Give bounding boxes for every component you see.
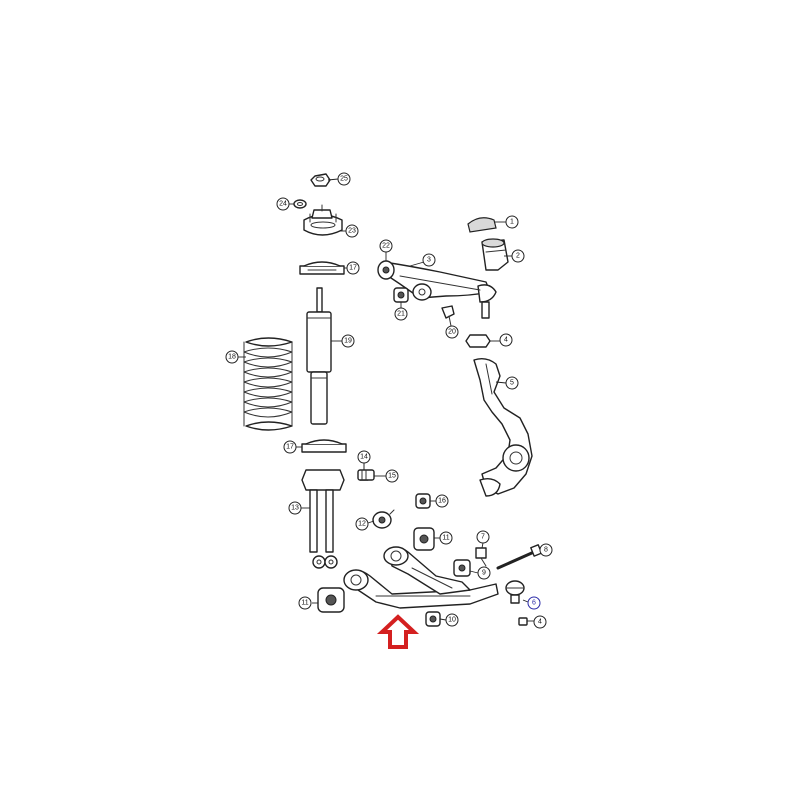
callout-11-lower: 11	[298, 596, 312, 610]
shock-clevis	[301, 469, 345, 569]
callout-15: 15	[385, 469, 399, 483]
callout-14: 14	[357, 450, 371, 464]
bushing-10	[425, 611, 441, 627]
shock-absorber	[306, 287, 332, 425]
callout-19: 19	[341, 334, 355, 348]
callout-21: 21	[394, 307, 408, 321]
callout-9: 9	[477, 566, 491, 580]
bushing-11-upper	[413, 527, 435, 551]
bushing-16	[415, 493, 431, 509]
callout-4-lower: 4	[533, 615, 547, 629]
svg-text:17: 17	[286, 444, 294, 451]
upper-control-arm	[377, 260, 497, 319]
ball-joint	[505, 580, 525, 604]
coil-spring	[243, 337, 293, 431]
nut-4-lower	[518, 617, 528, 626]
svg-text:25: 25	[340, 176, 348, 183]
upper-spring-isolator	[299, 261, 345, 275]
upper-strut-mount	[303, 204, 343, 236]
callout-8: 8	[539, 543, 553, 557]
svg-text:1: 1	[510, 219, 514, 226]
callout-1: 1	[505, 215, 519, 229]
leader-lines	[238, 178, 534, 622]
bolt-7	[475, 547, 487, 567]
bushing-11-lower	[317, 587, 345, 613]
callout-17-lower: 17	[283, 440, 297, 454]
callout-6: 6	[527, 596, 541, 610]
svg-text:23: 23	[348, 228, 356, 235]
svg-text:17: 17	[349, 265, 357, 272]
callout-13: 13	[288, 501, 302, 515]
bolt-20	[441, 305, 455, 327]
svg-text:6: 6	[532, 600, 536, 607]
svg-text:4: 4	[504, 337, 508, 344]
callout-17-upper: 17	[346, 261, 360, 275]
callout-24: 24	[276, 197, 290, 211]
callout-18: 18	[225, 350, 239, 364]
callout-12: 12	[355, 517, 369, 531]
svg-text:3: 3	[427, 257, 431, 264]
svg-text:5: 5	[510, 380, 514, 387]
svg-text:15: 15	[388, 473, 396, 480]
svg-text:16: 16	[438, 498, 446, 505]
svg-text:18: 18	[228, 354, 236, 361]
bushing-21	[393, 287, 409, 303]
lower-control-arm	[343, 546, 499, 609]
svg-text:8: 8	[544, 547, 548, 554]
callout-10: 10	[445, 613, 459, 627]
svg-text:11: 11	[442, 535, 449, 542]
svg-text:2: 2	[516, 253, 520, 260]
svg-text:11: 11	[301, 600, 308, 607]
steering-knuckle	[473, 357, 533, 497]
bolt-8	[496, 544, 543, 570]
callout-2: 2	[511, 249, 525, 263]
callout-5: 5	[505, 376, 519, 390]
nut-4-upper	[465, 334, 491, 348]
svg-text:19: 19	[344, 338, 352, 345]
svg-text:4: 4	[538, 619, 542, 626]
lower-spring-isolator	[301, 439, 347, 453]
svg-text:14: 14	[360, 454, 368, 461]
callout-7: 7	[476, 530, 490, 544]
svg-text:10: 10	[448, 617, 456, 624]
callout-3: 3	[422, 253, 436, 267]
bushing-9	[453, 559, 471, 577]
svg-text:9: 9	[482, 570, 486, 577]
svg-text:21: 21	[397, 311, 405, 318]
cam-bolt	[372, 509, 395, 529]
callout-20: 20	[445, 325, 459, 339]
callout-4-upper: 4	[499, 333, 513, 347]
callout-25: 25	[337, 172, 351, 186]
svg-text:22: 22	[382, 243, 390, 250]
callout-22: 22	[379, 239, 393, 253]
svg-text:20: 20	[448, 329, 456, 336]
jounce-bumper	[481, 238, 509, 271]
washer	[293, 199, 307, 209]
highlight-arrow-icon	[376, 614, 420, 649]
bumper-cap	[467, 217, 497, 233]
callout-11-upper: 11	[439, 531, 453, 545]
callout-23: 23	[345, 224, 359, 238]
svg-text:24: 24	[279, 201, 287, 208]
svg-text:13: 13	[291, 505, 299, 512]
bolt-15	[357, 469, 375, 481]
svg-text:12: 12	[358, 521, 366, 528]
callout-16: 16	[435, 494, 449, 508]
svg-text:7: 7	[481, 534, 485, 541]
top-nut	[310, 173, 331, 187]
